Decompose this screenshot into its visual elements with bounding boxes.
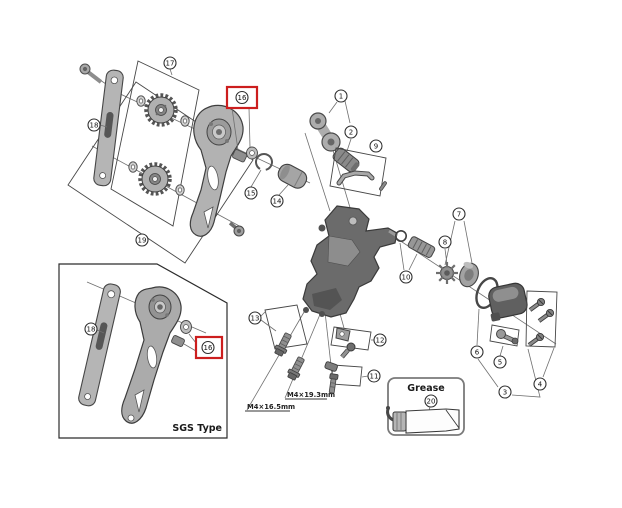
svg-text:14: 14 (273, 198, 282, 206)
grease-box: Grease (386, 377, 465, 436)
adjust-screw-a (274, 332, 292, 357)
svg-text:5: 5 (498, 359, 502, 367)
cover-fixing-screws (527, 297, 555, 347)
svg-text:18: 18 (87, 326, 96, 334)
grease-label: Grease (407, 383, 444, 394)
pulley-box-17 (110, 60, 200, 227)
clutch-unit (459, 261, 479, 288)
pulley-bolt-washer-parts (232, 146, 308, 189)
callout-9: 9 (369, 139, 383, 153)
right-parts-group (394, 220, 558, 398)
leader-lines-gs (99, 107, 289, 196)
bracket-axle-link (309, 112, 341, 152)
lever-box-9 (329, 147, 387, 197)
highlight-box-16-sgs (194, 335, 224, 360)
o-ring (394, 230, 407, 243)
cable-bolt-and-nut (324, 361, 339, 394)
svg-text:4: 4 (538, 381, 543, 389)
callout-3: 3 (498, 385, 512, 399)
screw-box-13 (264, 304, 308, 350)
bolt-length-short-label: M4×16.5mm (247, 403, 295, 411)
ratchet-spring-unit (436, 262, 458, 284)
svg-text:9: 9 (374, 143, 378, 151)
cable-guide-lever (336, 170, 387, 191)
sgs-type-label: SGS Type (172, 423, 222, 434)
adjust-screws-group: M4×19.3mm M4×16.5mm (245, 304, 374, 412)
callout-18-sgs: 18 (84, 322, 98, 336)
adjust-screw-b (287, 356, 305, 381)
callout-8: 8 (438, 235, 452, 249)
callout-5: 5 (493, 355, 507, 369)
bolt-length-long-label: M4×19.3mm (287, 391, 335, 399)
callout-13: 13 (248, 311, 262, 325)
inner-plate-sgs (78, 283, 121, 407)
callout-16-top: 16 (235, 90, 249, 105)
callout-7: 7 (452, 207, 466, 221)
svg-text:20: 20 (427, 398, 436, 406)
bolt-length-labels: M4×19.3mm M4×16.5mm (245, 391, 335, 412)
switch-cover (488, 282, 528, 322)
plate-axle-bushing (407, 236, 436, 258)
callouts: 1 2 9 17 16 18 15 14 19 7 8 10 13 12 11 … (84, 56, 547, 408)
callout-4: 4 (533, 377, 547, 391)
main-body-group (302, 100, 398, 318)
callout-15: 15 (244, 186, 258, 200)
callout-18-top: 18 (87, 118, 101, 132)
svg-text:12: 12 (376, 337, 385, 345)
stopper-plate-and-bolt (335, 327, 356, 359)
callout-14: 14 (270, 194, 284, 208)
svg-text:3: 3 (503, 389, 507, 397)
svg-text:16: 16 (204, 344, 213, 352)
svg-text:7: 7 (457, 211, 461, 219)
cage-stopper-cap (277, 163, 308, 189)
svg-text:13: 13 (251, 315, 260, 323)
callout-6: 6 (470, 345, 484, 359)
svg-text:16: 16 (238, 94, 247, 102)
highlight-boxes (194, 85, 259, 360)
derailleur-body (302, 205, 398, 318)
svg-text:2: 2 (349, 129, 353, 137)
svg-text:17: 17 (166, 60, 175, 68)
highlight-box-16-top (225, 85, 259, 110)
callout-11: 11 (367, 369, 381, 383)
sgs-type-box: SGS Type (58, 263, 228, 439)
callout-1: 1 (334, 89, 348, 103)
clamp-box-5 (489, 324, 520, 347)
screw-box-4 (525, 290, 558, 348)
svg-text:19: 19 (138, 237, 147, 245)
gs-cage-group (67, 60, 308, 264)
snap-ring (255, 153, 273, 171)
cable-adjust-barrel (332, 147, 360, 173)
callout-20: 20 (424, 394, 438, 408)
callout-19: 19 (135, 233, 149, 247)
cage-bolt (79, 63, 103, 84)
outer-plate-sgs (121, 286, 182, 424)
plate-box-12 (330, 326, 372, 351)
cable-fixing-clamp (496, 329, 519, 345)
tension-pulley (128, 161, 185, 196)
callout-10: 10 (399, 270, 413, 284)
guide-pulley (136, 93, 190, 127)
grease-tube (386, 406, 460, 434)
svg-text:15: 15 (247, 190, 256, 198)
svg-text:6: 6 (475, 349, 480, 357)
callout-2: 2 (344, 125, 358, 139)
sgs-washer-bushing (171, 320, 192, 347)
callout-17: 17 (163, 56, 177, 70)
svg-text:10: 10 (402, 274, 411, 282)
svg-text:11: 11 (370, 373, 379, 381)
svg-text:8: 8 (443, 239, 447, 247)
callout-16-sgs: 16 (201, 340, 215, 355)
callout-12: 12 (373, 333, 387, 347)
outer-plate-gs (189, 104, 245, 237)
svg-text:18: 18 (90, 122, 99, 130)
inner-plate-gs (93, 69, 124, 187)
svg-text:1: 1 (339, 93, 343, 101)
